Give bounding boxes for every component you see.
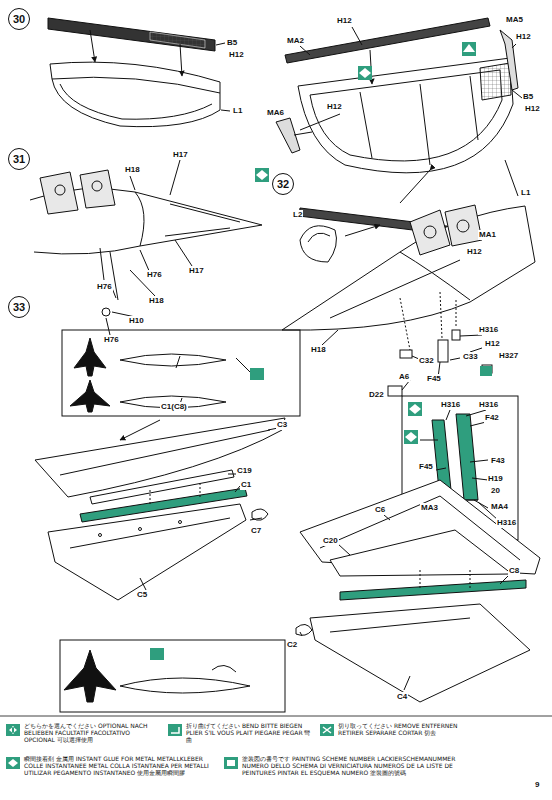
step-number: 33 (13, 301, 25, 313)
part-number: H316 (440, 400, 461, 410)
canopy-frame-l1 (50, 62, 220, 127)
canopy-l2 (300, 226, 336, 262)
wing-lower-c4 (310, 604, 530, 702)
part-number: MA2 (286, 36, 305, 46)
part-number: H12 (515, 32, 532, 42)
part-number: C1 (240, 480, 252, 490)
drop-tank (120, 665, 250, 693)
part-number: B5 (226, 38, 238, 48)
part-number: C19 (236, 466, 253, 476)
legend-text: 塗装図の番号です PAINTING SCHEME NUMBER LACKIERS… (242, 755, 455, 776)
part-number: H18 (124, 165, 141, 175)
step-number: 32 (277, 178, 289, 190)
part-number: H12 (466, 247, 483, 257)
part-number: MA3 (420, 503, 439, 513)
step-number-circle: 31 (8, 148, 30, 170)
part-number: C4 (396, 692, 408, 702)
legend-entry: 折り曲げてください BEND BITTE BIEGEN PLIER S'IL V… (186, 722, 314, 743)
legend-entry: どちらかを選んでください OPTIONAL NACH BELIEBEN FACU… (24, 722, 162, 743)
part-number: H76 (146, 270, 163, 280)
part-number: H316 (496, 518, 517, 528)
landing-gear-parts (388, 292, 492, 396)
step-number-circle: 30 (8, 8, 30, 30)
legend-entry: 切り取ってください REMOVE ENTFERNEN RETIRER SEPAR… (338, 722, 458, 736)
wing-strip-c8 (340, 580, 526, 600)
part-number: C2 (286, 640, 298, 650)
legend-entry: 瞬間接着剤 金属用 INSTANT GLUE FOR METAL METALLK… (24, 755, 216, 776)
part-number: C3 (276, 420, 288, 430)
part-number: H76 (103, 335, 120, 345)
part-number: H12 (228, 50, 245, 60)
glue-icon (250, 368, 264, 380)
part-number: C33 (462, 352, 479, 362)
part-number: B5 (522, 92, 534, 102)
part-number: 9 (534, 780, 540, 790)
legend-text: 折り曲げてください BEND BITTE BIEGEN PLIER S'IL V… (186, 722, 311, 743)
glue-icon (480, 366, 492, 376)
canopy-frame-l1 (298, 58, 513, 173)
rail-ma2 (285, 18, 490, 63)
part-number: C6 (374, 505, 386, 515)
instant-glue-metal-icon (255, 42, 476, 444)
part-number: MA5 (505, 15, 524, 25)
part-number: C8 (508, 566, 520, 576)
step-number-circle: 33 (8, 296, 30, 318)
part-number: H17 (188, 266, 205, 276)
part-number: MA4 (490, 502, 509, 512)
part-number: H327 (498, 351, 519, 361)
part-number: A6 (398, 372, 410, 382)
part-number: L1 (232, 106, 243, 116)
canopy-rail-b5 (48, 18, 215, 51)
part-number: F45 (418, 462, 434, 472)
part-number: D22 (368, 390, 385, 400)
part-number: MA1 (478, 230, 497, 240)
part-number: 20 (490, 486, 501, 496)
part-number: L2 (292, 210, 303, 220)
part-number: H12 (336, 16, 353, 26)
part-number: H316 (478, 325, 499, 335)
glue-icon (150, 648, 164, 660)
step-number: 30 (13, 13, 25, 25)
part-number: C5 (136, 590, 148, 600)
part-number: H76 (96, 282, 113, 292)
part-number: L1 (520, 188, 531, 198)
fuselage-nose-side (30, 170, 262, 316)
part-number: H12 (326, 102, 343, 112)
inset-frame (62, 330, 300, 416)
wing-lower-c5 (48, 504, 246, 600)
step-number-circle: 32 (272, 173, 294, 195)
wing-part-c20 (330, 530, 512, 576)
part-number: C32 (418, 356, 435, 366)
part-number: H18 (310, 345, 327, 355)
part-number: H10 (128, 316, 145, 326)
legend-entry: 塗装図の番号です PAINTING SCHEME NUMBER LACKIERS… (242, 755, 462, 776)
legend-text: 瞬間接着剤 金属用 INSTANT GLUE FOR METAL METALLK… (24, 755, 209, 776)
inset-frame (60, 640, 285, 712)
part-number: F43 (490, 456, 506, 466)
part-number: MA6 (266, 108, 285, 118)
part-number: H19 (487, 474, 504, 484)
part-number: C1(C8) (160, 402, 188, 412)
part-ma6 (276, 118, 312, 153)
aircraft-silhouette (64, 650, 116, 702)
part-number: F45 (426, 374, 442, 384)
aircraft-silhouette (70, 338, 110, 412)
part-number: H17 (172, 150, 189, 160)
legend-text: 切り取ってください REMOVE ENTFERNEN RETIRER SEPAR… (338, 722, 458, 736)
part-number: H316 (478, 400, 499, 410)
part-number: H12 (484, 339, 501, 349)
fuselage-nose-front (282, 205, 535, 330)
part-number: H18 (148, 296, 165, 306)
part-number: H12 (524, 104, 541, 114)
part-number: C20 (322, 536, 339, 546)
legend-text: どちらかを選んでください OPTIONAL NACH BELIEBEN FACU… (24, 722, 147, 743)
step-number: 31 (13, 153, 25, 165)
part-c2 (296, 624, 312, 635)
part-number: F42 (484, 413, 500, 423)
part-number: C7 (250, 526, 262, 536)
